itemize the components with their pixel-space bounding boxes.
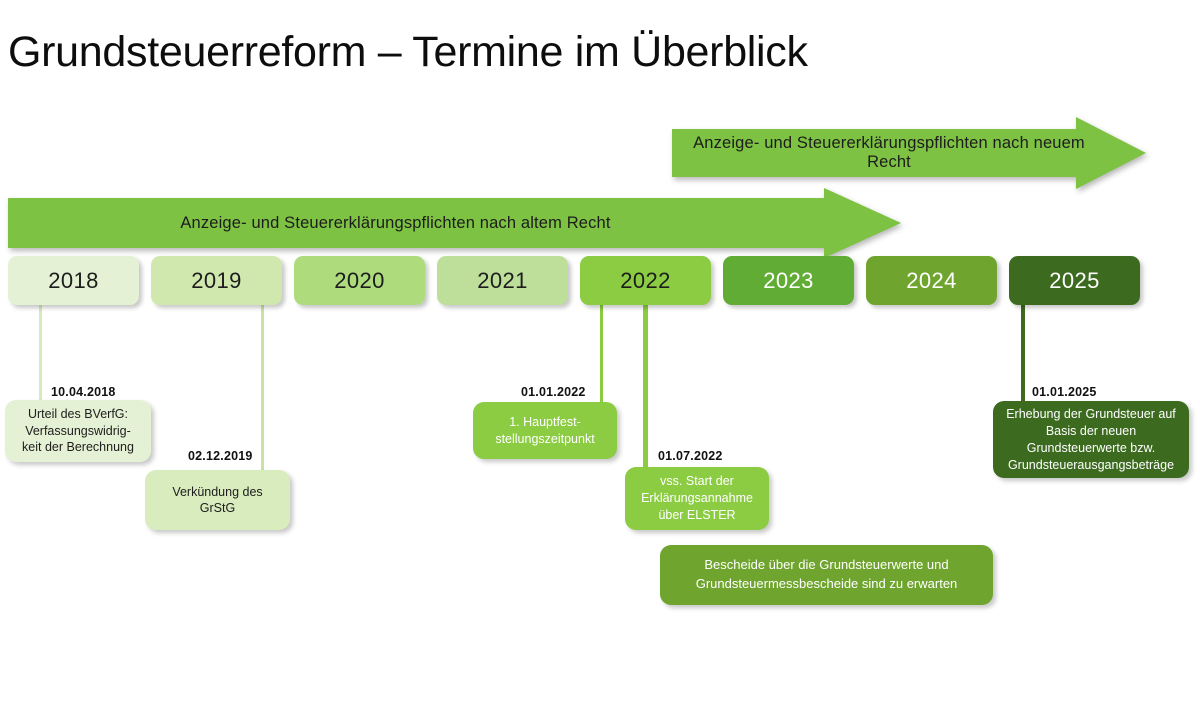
callout-verkuendung-grstg[interactable]: Verkündung des GrStG: [145, 470, 290, 530]
year-box-2025[interactable]: 2025: [1009, 256, 1140, 305]
callout-bescheide[interactable]: Bescheide über die Grundsteuerwerte und …: [660, 545, 993, 605]
arrow-old-law-shape: [8, 188, 901, 258]
callout-hauptfeststellungszeitpunkt[interactable]: 1. Hauptfest- stellungszeitpunkt: [473, 402, 617, 459]
year-label: 2025: [1049, 267, 1100, 293]
year-label: 2018: [48, 267, 99, 293]
year-box-2019[interactable]: 2019: [151, 256, 282, 305]
year-box-2022[interactable]: 2022: [580, 256, 711, 305]
year-box-2018[interactable]: 2018: [8, 256, 139, 305]
date-label-2022-b: 01.07.2022: [658, 449, 723, 463]
callout-text: Urteil des BVerfG: Verfassungswidrig- ke…: [22, 407, 134, 455]
year-box-2023[interactable]: 2023: [723, 256, 854, 305]
year-box-2024[interactable]: 2024: [866, 256, 997, 305]
callout-bverfg-urteil[interactable]: Urteil des BVerfG: Verfassungswidrig- ke…: [5, 400, 151, 462]
date-label-2019: 02.12.2019: [188, 449, 253, 463]
year-label: 2020: [334, 267, 385, 293]
callout-erhebung-grundsteuer[interactable]: Erhebung der Grundsteuer auf Basis der n…: [993, 401, 1189, 478]
year-label: 2023: [763, 267, 814, 293]
arrow-old-law: Anzeige- und Steuererklärungspflichten n…: [8, 188, 901, 258]
page-title: Grundsteuerreform – Termine im Überblick: [8, 28, 808, 76]
connector-2022-b: [643, 300, 648, 474]
connector-2018: [39, 300, 42, 406]
callout-text: Erhebung der Grundsteuer auf Basis der n…: [1006, 406, 1176, 472]
callout-text: Bescheide über die Grundsteuerwerte und …: [695, 557, 958, 591]
connector-2019: [261, 300, 264, 474]
date-label-2018: 10.04.2018: [51, 385, 116, 399]
year-label: 2019: [191, 267, 242, 293]
date-label-2022-a: 01.01.2022: [521, 385, 586, 399]
date-label-2025: 01.01.2025: [1032, 385, 1097, 399]
callout-text: Verkündung des GrStG: [172, 484, 263, 516]
year-label: 2022: [620, 267, 671, 293]
year-box-2020[interactable]: 2020: [294, 256, 425, 305]
callout-elster-start[interactable]: vss. Start der Erklärungsannahme über EL…: [625, 467, 769, 530]
year-label: 2024: [906, 267, 957, 293]
year-label: 2021: [477, 267, 528, 293]
callout-text: vss. Start der Erklärungsannahme über EL…: [641, 474, 753, 522]
arrow-new-law: Anzeige- und Steuererklärungspflichten n…: [672, 117, 1146, 189]
arrow-new-law-shape: [672, 117, 1146, 189]
callout-text: 1. Hauptfest- stellungszeitpunkt: [495, 415, 595, 446]
year-box-2021[interactable]: 2021: [437, 256, 568, 305]
connector-2022-a: [600, 300, 603, 406]
connector-2025: [1021, 300, 1025, 406]
